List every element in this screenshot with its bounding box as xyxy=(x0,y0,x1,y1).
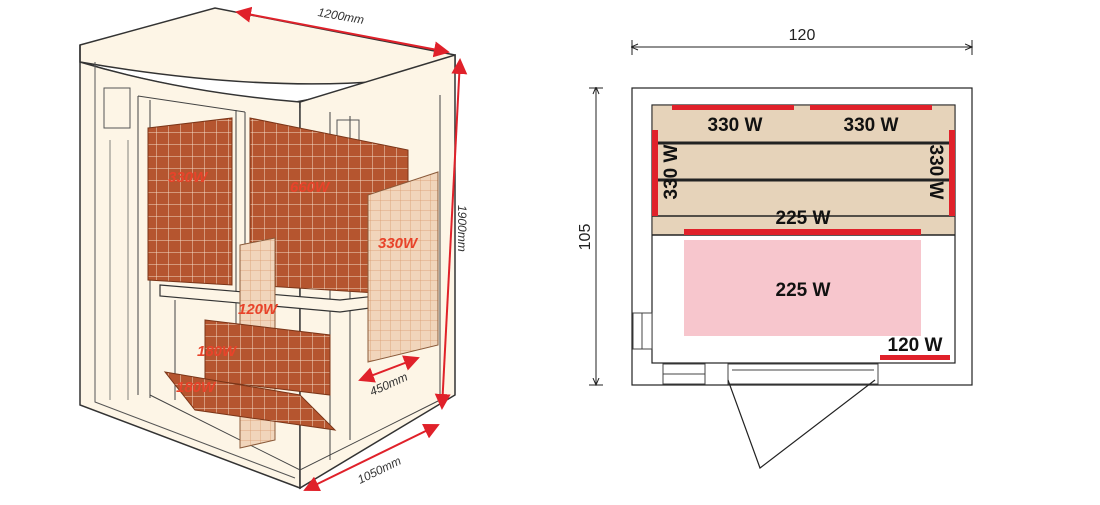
label-plan-floor: 225 W xyxy=(776,280,831,301)
label-plan-side-left: 330 W xyxy=(661,144,682,199)
heater-bar-bench-front xyxy=(684,229,921,235)
door-swing xyxy=(727,379,876,469)
dim-arrow-height xyxy=(434,58,468,410)
label-plan-back-left: 330 W xyxy=(708,115,763,136)
label-plan-side-right: 330 W xyxy=(925,145,946,200)
label-plan-bench-front: 225 W xyxy=(776,208,831,229)
dim-arrow-bench xyxy=(358,355,420,383)
heater-back-left-3d xyxy=(147,117,233,286)
plan-bench xyxy=(651,104,956,236)
label-plan-door: 120 W xyxy=(888,335,943,356)
dim-width-3d: 1200mm xyxy=(317,5,365,27)
heater-bar-side-right xyxy=(949,130,955,216)
dim-height-3d: 1900mm xyxy=(455,205,469,252)
dim-depth-3d: 1050mm xyxy=(355,454,403,487)
dim-width-plan: 120 xyxy=(789,27,816,44)
label-3d-floor: 180W xyxy=(176,379,217,396)
heater-side-right-3d xyxy=(367,171,439,363)
label-3d-back-right: 660W xyxy=(290,179,331,196)
heater-bar-side-left xyxy=(652,130,658,216)
label-3d-back-left: 330W xyxy=(168,169,209,186)
heater-floor-pad xyxy=(684,240,921,336)
heater-bar-back-left xyxy=(672,105,794,110)
label-3d-door: 120W xyxy=(238,301,279,318)
label-3d-under-bench: 180W xyxy=(197,343,238,360)
label-3d-side-right: 330W xyxy=(378,235,419,252)
label-plan-back-right: 330 W xyxy=(844,115,899,136)
dim-depth-plan: 105 xyxy=(577,224,594,251)
floor-plan: 120 105 330 W 330 W 330 W 330 xyxy=(577,27,972,469)
heater-bar-back-right xyxy=(810,105,932,110)
dim-arrow-depth xyxy=(303,423,440,492)
heater-bar-door xyxy=(880,355,950,360)
dim-arrow-width xyxy=(235,6,450,58)
heater-under-bench-3d xyxy=(204,319,331,396)
cabin-3d: 330W 660W 330W 120W 180W 180W 1200mm 190… xyxy=(79,5,469,492)
